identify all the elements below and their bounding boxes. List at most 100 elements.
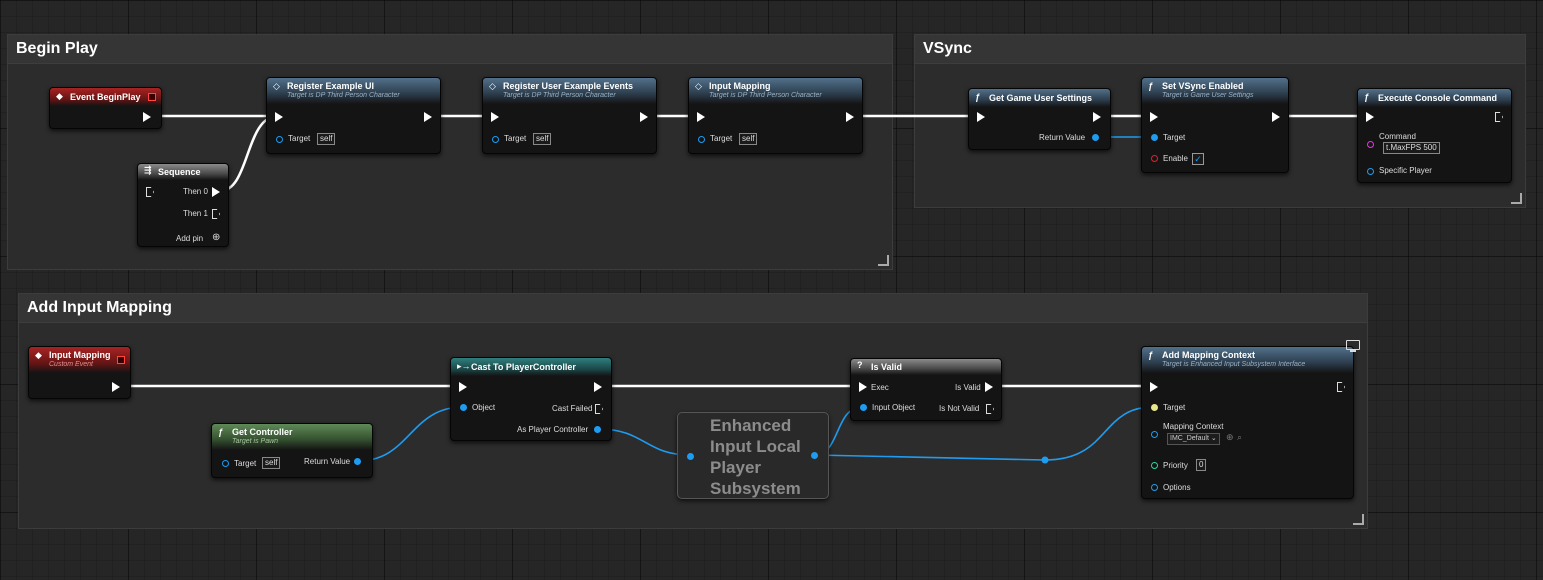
node-input-mapping-event[interactable]: ◆ Input Mapping Custom Event	[28, 346, 131, 399]
subsystem-out-pin[interactable]	[811, 452, 818, 459]
command-pin[interactable]	[1367, 141, 1374, 148]
delegate-pin[interactable]	[148, 93, 156, 101]
target-pin[interactable]	[1151, 134, 1158, 141]
exec-out-pin[interactable]	[846, 112, 854, 122]
comment-title: Add Input Mapping	[19, 294, 1367, 323]
node-register-user-events[interactable]: ◇ Register User Example Events Target is…	[482, 77, 657, 154]
enable-checkbox[interactable]: ✓	[1192, 153, 1204, 165]
function-icon: ◇	[489, 81, 496, 91]
exec-in-pin[interactable]	[977, 112, 985, 122]
node-add-mapping-context[interactable]: ƒ Add Mapping Context Target is Enhanced…	[1141, 346, 1354, 499]
exec-in-pin[interactable]	[1150, 112, 1158, 122]
node-get-controller[interactable]: ƒ Get Controller Target is Pawn Target s…	[211, 423, 373, 478]
resize-handle[interactable]	[878, 255, 889, 266]
node-set-vsync-enabled[interactable]: ƒ Set VSync Enabled Target is Game User …	[1141, 77, 1289, 173]
specific-player-label: Specific Player	[1379, 166, 1432, 175]
cast-failed-pin[interactable]	[595, 404, 603, 414]
exec-out-pin[interactable]	[640, 112, 648, 122]
node-enhanced-input-subsystem[interactable]: Enhanced Input Local Player Subsystem	[677, 412, 829, 499]
node-title: Register User Example Events	[503, 81, 634, 91]
comment-title: Begin Play	[8, 35, 892, 64]
function-icon: ◇	[695, 81, 702, 91]
cast-icon: ▸→	[457, 361, 471, 371]
exec-in-pin[interactable]	[1366, 112, 1374, 122]
object-label: Object	[472, 403, 496, 412]
subsystem-in-pin[interactable]	[687, 453, 694, 460]
node-title: Sequence	[158, 167, 201, 177]
node-subtitle: Target is DP Third Person Character	[287, 92, 400, 99]
exec-in-pin[interactable]	[275, 112, 283, 122]
search-icon[interactable]: ⌕	[1237, 432, 1243, 442]
exec-in-pin[interactable]	[146, 187, 154, 197]
exec-in-pin[interactable]	[459, 382, 467, 392]
node-execute-console-command[interactable]: ƒ Execute Console Command Command t.MaxF…	[1357, 88, 1512, 183]
priority-pin[interactable]	[1151, 462, 1158, 469]
exec-in-pin[interactable]	[491, 112, 499, 122]
return-value-pin[interactable]	[1092, 134, 1099, 141]
monitor-icon	[1346, 340, 1360, 352]
function-icon: ƒ	[1364, 92, 1370, 102]
add-pin-label[interactable]: Add pin	[176, 234, 204, 243]
input-object-pin[interactable]	[860, 404, 867, 411]
object-pin[interactable]	[460, 404, 467, 411]
resize-handle[interactable]	[1353, 514, 1364, 525]
target-pin[interactable]	[492, 136, 499, 143]
exec-out-pin[interactable]	[424, 112, 432, 122]
exec-out-pin[interactable]	[143, 112, 151, 122]
exec-in-pin[interactable]	[697, 112, 705, 122]
target-pin[interactable]	[1151, 404, 1158, 411]
specific-player-pin[interactable]	[1367, 168, 1374, 175]
exec-out-pin[interactable]	[594, 382, 602, 392]
target-label: Target	[1163, 133, 1186, 142]
target-pin[interactable]	[222, 460, 229, 467]
subsystem-title-line: Enhanced	[710, 416, 792, 435]
then0-pin[interactable]	[212, 187, 220, 197]
self-value[interactable]: self	[317, 133, 336, 145]
exec-out-pin[interactable]	[1093, 112, 1101, 122]
priority-input[interactable]: 0	[1196, 459, 1207, 471]
return-value-pin[interactable]	[354, 458, 361, 465]
node-register-example-ui[interactable]: ◇ Register Example UI Target is DP Third…	[266, 77, 441, 154]
event-icon: ◆	[35, 350, 42, 360]
node-event-beginplay[interactable]: ◆ Event BeginPlay	[49, 87, 162, 129]
then1-pin[interactable]	[212, 209, 220, 219]
return-value-label: Return Value	[1039, 133, 1086, 142]
exec-out-pin[interactable]	[112, 382, 120, 392]
resize-handle[interactable]	[1511, 193, 1522, 204]
target-pin[interactable]	[276, 136, 283, 143]
exec-in-pin[interactable]	[1150, 382, 1158, 392]
comment-title: VSync	[915, 35, 1525, 64]
exec-out-pin[interactable]	[1272, 112, 1280, 122]
browse-icon[interactable]: ⊕	[1226, 432, 1234, 442]
options-pin[interactable]	[1151, 484, 1158, 491]
subsystem-title: Enhanced Input Local Player Subsystem	[710, 415, 801, 499]
self-value[interactable]: self	[533, 133, 552, 145]
chevron-down-icon: ⌄	[1210, 435, 1217, 442]
exec-out-pin[interactable]	[1337, 382, 1345, 392]
node-cast-to-playercontroller[interactable]: ▸→ Cast To PlayerController Object Cast …	[450, 357, 612, 441]
is-valid-pin[interactable]	[985, 382, 993, 392]
self-value[interactable]: self	[262, 457, 281, 469]
add-pin-icon[interactable]: ⊕	[212, 232, 221, 243]
mapping-context-pin[interactable]	[1151, 431, 1158, 438]
then0-label: Then 0	[183, 187, 208, 196]
node-title: Execute Console Command	[1378, 93, 1498, 103]
is-not-valid-pin[interactable]	[986, 404, 994, 414]
event-icon: ◆	[56, 91, 63, 101]
node-input-mapping-call[interactable]: ◇ Input Mapping Target is DP Third Perso…	[688, 77, 863, 154]
node-sequence[interactable]: ⇶ Sequence Then 0 Then 1 Add pin ⊕	[137, 163, 229, 247]
self-value[interactable]: self	[739, 133, 758, 145]
mapping-context-dropdown[interactable]: IMC_Default ⌄	[1167, 433, 1220, 445]
node-get-game-user-settings[interactable]: ƒ Get Game User Settings Return Value	[968, 88, 1111, 150]
as-pc-pin[interactable]	[594, 426, 601, 433]
enable-pin[interactable]	[1151, 155, 1158, 162]
node-is-valid[interactable]: ? Is Valid Exec Is Valid Input Object Is…	[850, 358, 1002, 421]
cast-failed-label: Cast Failed	[552, 404, 593, 413]
exec-out-pin[interactable]	[1495, 112, 1503, 122]
delegate-pin[interactable]	[117, 356, 125, 364]
command-input[interactable]: t.MaxFPS 500	[1383, 142, 1440, 154]
exec-in-pin[interactable]	[859, 382, 867, 392]
target-pin[interactable]	[698, 136, 705, 143]
function-icon: ƒ	[975, 92, 981, 102]
subsystem-title-line: Input Local	[710, 437, 801, 456]
